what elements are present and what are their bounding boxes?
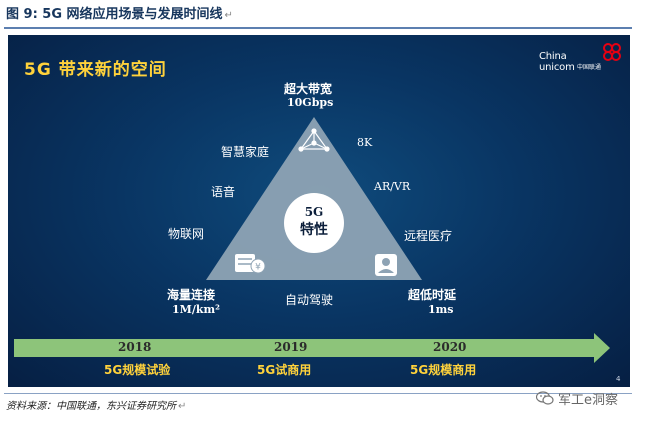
- timeline-year: 2018: [118, 340, 152, 354]
- figure-title: 图 9: 5G 网络应用场景与发展时间线↵: [6, 4, 233, 26]
- timeline-milestone: 5G规模商用: [410, 363, 477, 377]
- wechat-icon: [536, 391, 554, 405]
- paragraph-mark: ↵: [178, 401, 187, 412]
- timeline-milestone: 5G试商用: [257, 363, 312, 377]
- paragraph-mark: ↵: [224, 10, 233, 21]
- network-node-icon: [298, 128, 330, 152]
- bottom-right-feature-name: 超低时延: [408, 288, 457, 302]
- top-feature-value: 10Gbps: [287, 96, 334, 109]
- timeline-arrowhead: [594, 333, 610, 363]
- app-voice: 语音: [211, 185, 236, 199]
- slide-number: 4: [616, 375, 621, 383]
- logo-latin-line1: China: [539, 51, 567, 62]
- bottom-divider: [4, 393, 632, 394]
- app-8k: 8K: [357, 136, 373, 149]
- top-divider: [4, 27, 632, 29]
- source-note: 资料来源：中国联通，东兴证券研究所↵: [6, 397, 186, 412]
- app-ar-vr: AR/VR: [374, 180, 411, 193]
- slide-title: 5G 带来新的空间: [24, 60, 167, 80]
- bottom-left-feature-value: 1M/km²: [172, 303, 220, 316]
- watermark-text: 军工e洞察: [558, 392, 618, 408]
- source-text: 资料来源：中国联通，东兴证券研究所: [6, 401, 176, 412]
- top-feature-name: 超大带宽: [284, 82, 333, 96]
- money-stack-icon: ¥: [235, 254, 266, 274]
- logo-chinese: 中国联通: [577, 64, 602, 71]
- timeline-year: 2019: [274, 340, 308, 354]
- timeline-bar: [14, 339, 594, 357]
- app-iot: 物联网: [168, 227, 205, 241]
- figure-title-text: 图 9: 5G 网络应用场景与发展时间线: [6, 7, 223, 22]
- timeline-milestone: 5G规模试验: [104, 363, 171, 377]
- app-autonomous-driving: 自动驾驶: [285, 293, 334, 307]
- app-smart-home: 智慧家庭: [221, 145, 270, 159]
- logo-latin-line2: unicom: [539, 62, 575, 73]
- 5g-feature-badge: 5G 特性: [284, 193, 344, 253]
- unicom-knot-icon: [603, 43, 621, 61]
- svg-text:¥: ¥: [255, 263, 261, 273]
- app-remote-medical: 远程医疗: [404, 229, 453, 243]
- badge-line1: 5G: [304, 205, 324, 219]
- bottom-right-feature-value: 1ms: [428, 303, 454, 316]
- person-card-icon: [375, 254, 397, 276]
- badge-line2: 特性: [300, 222, 328, 238]
- watermark: 军工e洞察: [536, 388, 618, 408]
- timeline-year: 2020: [433, 340, 467, 354]
- bottom-left-feature-name: 海量连接: [167, 288, 216, 302]
